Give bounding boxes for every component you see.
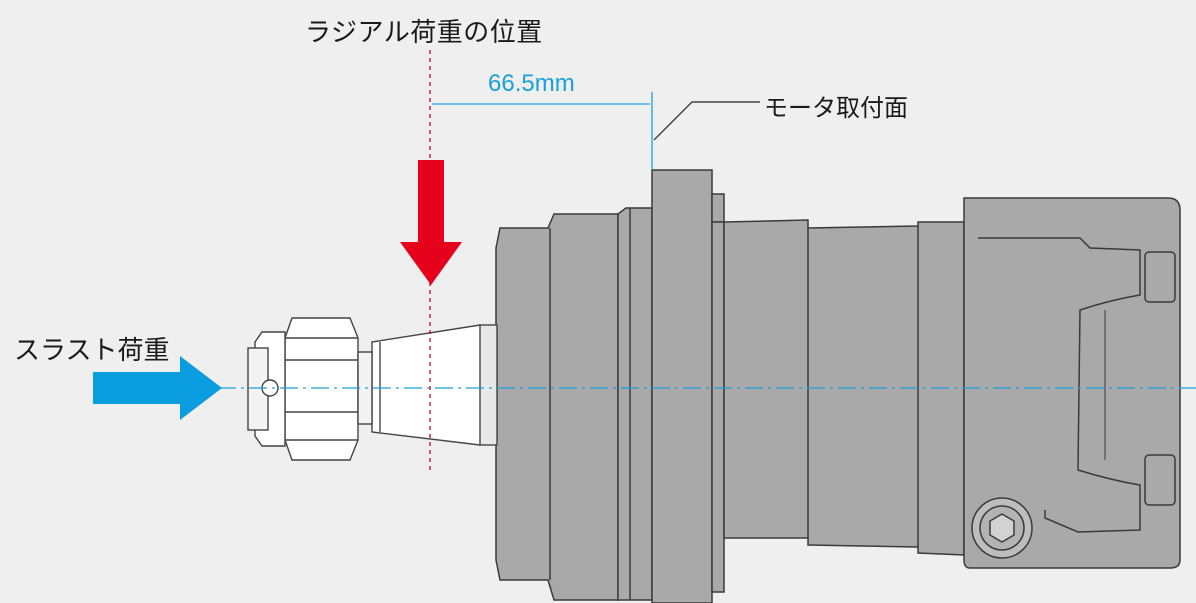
end-port-top xyxy=(1144,251,1176,303)
hexagon-icon xyxy=(989,513,1015,543)
motor-front-boss xyxy=(495,213,619,601)
collet-nut xyxy=(284,317,359,461)
thrust-load-label: スラスト荷重 xyxy=(14,336,170,366)
arrow-down-icon xyxy=(400,160,462,285)
collet-taper xyxy=(371,324,498,446)
motor-mounting-flange xyxy=(651,169,713,603)
shaft-assembly xyxy=(247,317,498,461)
end-port-bottom xyxy=(1144,454,1176,506)
end-cap-contour xyxy=(978,237,1141,533)
dimension-line xyxy=(432,92,653,170)
motor-step-ring xyxy=(617,207,653,601)
motor-end-cap xyxy=(963,197,1181,569)
arrow-right-icon xyxy=(93,356,222,420)
motor-body xyxy=(495,169,1181,603)
motor-rear-flange xyxy=(711,193,725,223)
motor-mounting-face-label: モータ取付面 xyxy=(764,94,908,122)
mounting-face-leader xyxy=(653,101,760,141)
distance-dimension-label: 66.5mm xyxy=(488,70,575,97)
radial-load-position-label: ラジアル荷重の位置 xyxy=(305,18,543,48)
